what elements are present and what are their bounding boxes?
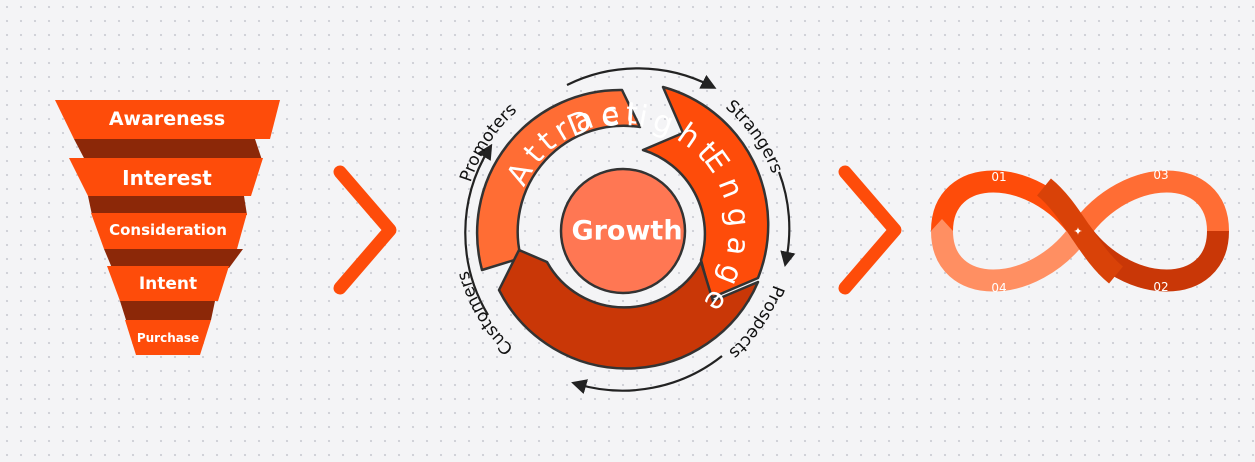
growth-hub — [559, 167, 687, 295]
funnel-tier-awareness — [55, 100, 280, 139]
chevron-right-icon — [333, 165, 397, 295]
loop-crossing — [1036, 178, 1124, 284]
funnel-shadow-band — [74, 139, 262, 160]
infinity-loop: 01 02 03 04 ✦ — [931, 168, 1229, 295]
loop-number-01: 01 — [991, 170, 1006, 184]
cycle-arrow — [777, 171, 796, 268]
loop-segment-03 — [1071, 170, 1229, 238]
loop-number-04: 04 — [991, 281, 1006, 295]
funnel-label-consideration: Consideration — [109, 221, 227, 239]
funnel-shadow-band — [88, 196, 247, 215]
funnel-shadow-band — [104, 249, 243, 268]
funnel-tier-interest — [69, 158, 263, 196]
chevron-right-icon — [838, 165, 902, 295]
growth-label: Growth — [571, 216, 682, 247]
loop-arrow-left — [931, 219, 953, 231]
flywheel-segment-delight — [497, 248, 760, 370]
funnel-tier-purchase — [125, 320, 211, 355]
loop-segment-04 — [931, 224, 1089, 292]
sales-funnel: Awareness Interest Consideration Intent … — [55, 100, 280, 355]
funnel-label-intent: Intent — [139, 274, 197, 294]
funnel-tier-intent — [107, 266, 229, 301]
cycle-arrow — [571, 355, 723, 395]
cycle-arrow — [566, 67, 717, 89]
loop-arrow-right — [1207, 231, 1229, 243]
funnel-shadow-band — [120, 301, 215, 320]
flywheel-segment-engage — [641, 85, 770, 300]
funnel-label-purchase: Purchase — [137, 331, 199, 345]
flywheel: Strangers Prospects Customers Promoters … — [453, 67, 796, 395]
funnel-label-awareness: Awareness — [109, 108, 225, 130]
sparkle-icon: ✦ — [1073, 225, 1082, 238]
funnel-label-interest: Interest — [122, 166, 212, 190]
cycle-arrow — [464, 143, 493, 316]
loop-number-03: 03 — [1153, 168, 1168, 182]
funnel-tier-consideration — [91, 213, 247, 249]
flywheel-segment-attract — [475, 88, 642, 272]
loop-number-02: 02 — [1153, 280, 1168, 294]
